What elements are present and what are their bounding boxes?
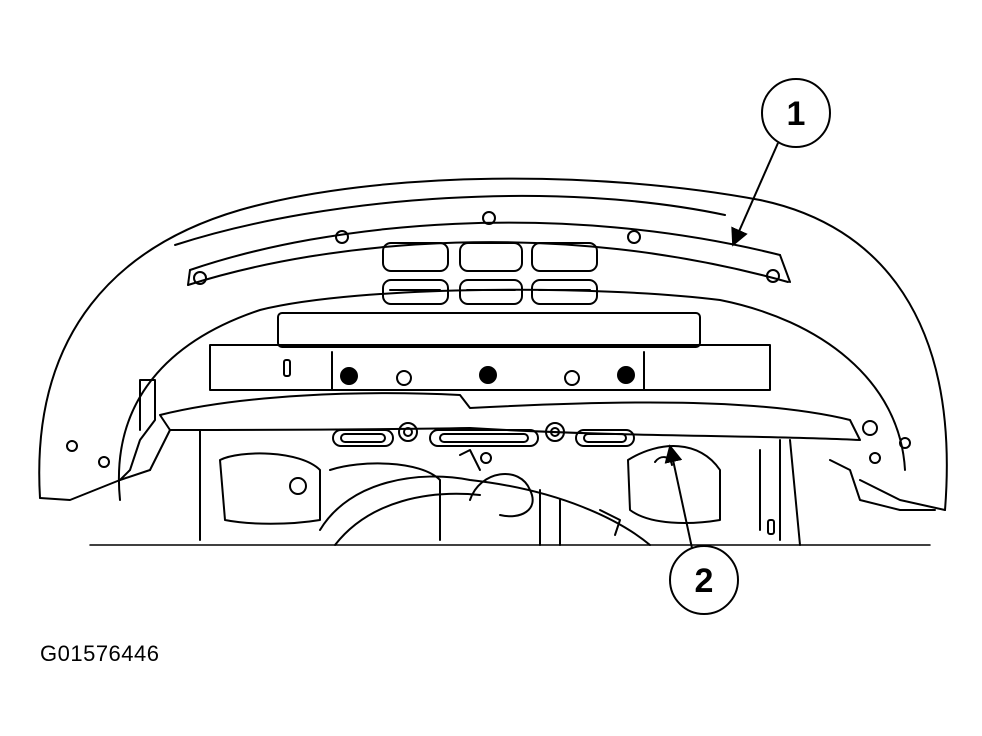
bumper-left-lower-edge [39,469,151,501]
upper-beam [277,312,701,348]
lower-valance-panel [149,392,861,471]
callout-2-leader [664,444,693,549]
strip-screw-2 [335,230,349,244]
underbody-structure [89,429,936,546]
strip-screw-3 [482,211,496,225]
strip-screw-5 [766,269,780,283]
callout-2-number: 2 [695,562,714,600]
upper-cover-lines [174,194,726,246]
left-fastener-1 [66,440,78,452]
right-fastener-2 [899,437,911,449]
strip-screw-1 [193,271,207,285]
strip-screw-4 [627,230,641,244]
beam-bolts [340,366,635,386]
beam-bolt-1 [340,367,358,385]
callout-1-number: 1 [787,95,806,133]
bumper-cover-outline [38,177,948,511]
side-fasteners [66,420,911,468]
left-fastener-2 [98,456,110,468]
grille-openings [382,242,598,305]
figure-id-label: G01576446 [40,641,160,666]
upper-retainer-strip [187,221,791,286]
reinforcement-beam [209,344,771,391]
bumper-cover-inner-edge [117,288,906,501]
retainer-screws [193,211,780,285]
callout-2: 2 [664,444,739,615]
beam-hole-2 [564,370,580,386]
right-fastener-1 [862,420,878,436]
left-bracket [119,379,156,481]
callout-1: 1 [731,78,831,247]
callout-1-leader [731,142,779,247]
valance-slots [332,422,635,447]
beam-bolt-3 [617,366,635,384]
right-fastener-3 [869,452,881,464]
beam-hole-1 [396,370,412,386]
bumper-right-lower-edge [859,479,946,511]
beam-bolt-2 [479,366,497,384]
